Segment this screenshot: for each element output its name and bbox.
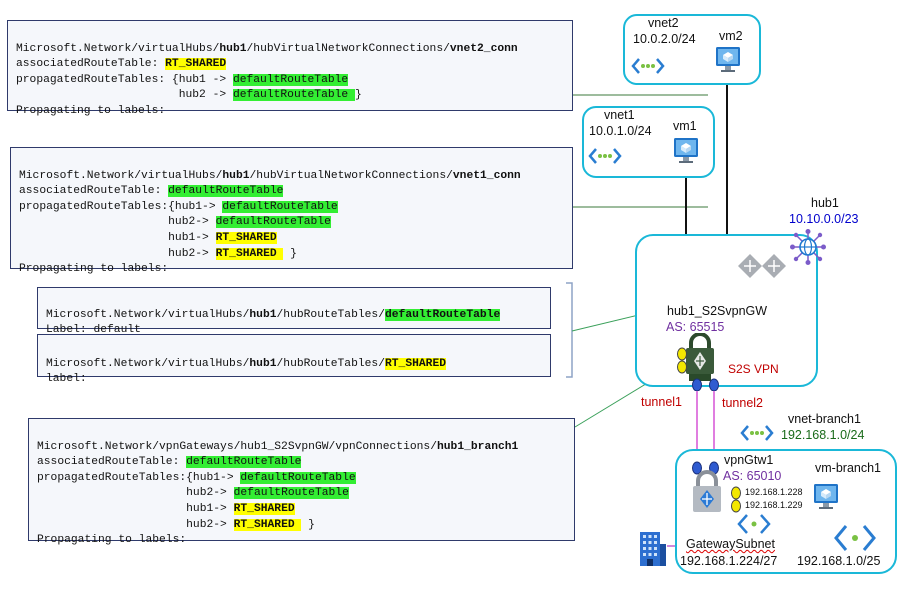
- hub1-name: hub1: [811, 196, 839, 210]
- subnet-icon: [834, 525, 876, 551]
- vnet1-prefix: 10.0.1.0/24: [589, 124, 652, 138]
- gateway-subnet-prefix: 192.168.1.224/27: [680, 554, 778, 568]
- vnet-icon: [740, 425, 774, 441]
- vm-branch1-label: vm-branch1: [815, 461, 881, 475]
- branch-vpn-gateway-icon: [692, 461, 741, 513]
- vm-icon: [716, 47, 740, 72]
- hub1-prefix: 10.10.0.0/23: [789, 212, 859, 226]
- vm2-label: vm2: [719, 29, 743, 43]
- shared-route-table-config: Microsoft.Network/virtualHubs/hub1/hubRo…: [37, 334, 551, 385]
- vnet-branch1-prefix: 192.168.1.0/24: [781, 428, 865, 442]
- branch1-connection-config: Microsoft.Network/vpnGateways/hub1_S2Svp…: [28, 418, 575, 546]
- hub1-as-number: AS: 65515: [666, 320, 725, 334]
- tunnel2-label: tunnel2: [722, 396, 764, 410]
- tunnel1-label: tunnel1: [641, 395, 683, 409]
- default-route-table-config: Microsoft.Network/virtualHubs/hub1/hubRo…: [37, 287, 551, 336]
- vnet1-connection-config: Microsoft.Network/virtualHubs/hub1/hubVi…: [10, 147, 573, 275]
- vpngtw1-label: vpnGtw1: [724, 453, 774, 467]
- vpn-gateway-lock-icon: [677, 333, 719, 391]
- vm-icon: [674, 138, 698, 163]
- vm-icon: [814, 484, 838, 509]
- building-icon: [640, 532, 666, 566]
- vnet2-connection-config: Microsoft.Network/virtualHubs/hub1/hubVi…: [7, 20, 573, 117]
- tunnel-ip-1: 192.168.1.228: [745, 487, 803, 497]
- vnet2-prefix: 10.0.2.0/24: [633, 32, 696, 46]
- vnet2-name: vnet2: [648, 16, 679, 30]
- vpngtw1-as-number: AS: 65010: [723, 469, 782, 483]
- gateway-subnet-label: GatewaySubnet: [686, 537, 775, 551]
- vnet-icon: [631, 58, 665, 74]
- vm-subnet-prefix: 192.168.1.0/25: [797, 554, 881, 568]
- subnet-icon: [737, 514, 771, 534]
- vnet-branch1-name: vnet-branch1: [788, 412, 861, 426]
- hub1-gateway-name: hub1_S2SvpnGW: [667, 304, 768, 318]
- hub-globe-icon: [790, 229, 826, 265]
- hub1-box: [635, 234, 818, 387]
- tunnel-ip-2: 192.168.1.229: [745, 500, 803, 510]
- vnet1-name: vnet1: [604, 108, 635, 122]
- s2s-vpn-label: S2S VPN: [728, 362, 779, 376]
- vnet-icon: [588, 148, 622, 164]
- vm1-label: vm1: [673, 119, 697, 133]
- router-icon: [738, 254, 786, 278]
